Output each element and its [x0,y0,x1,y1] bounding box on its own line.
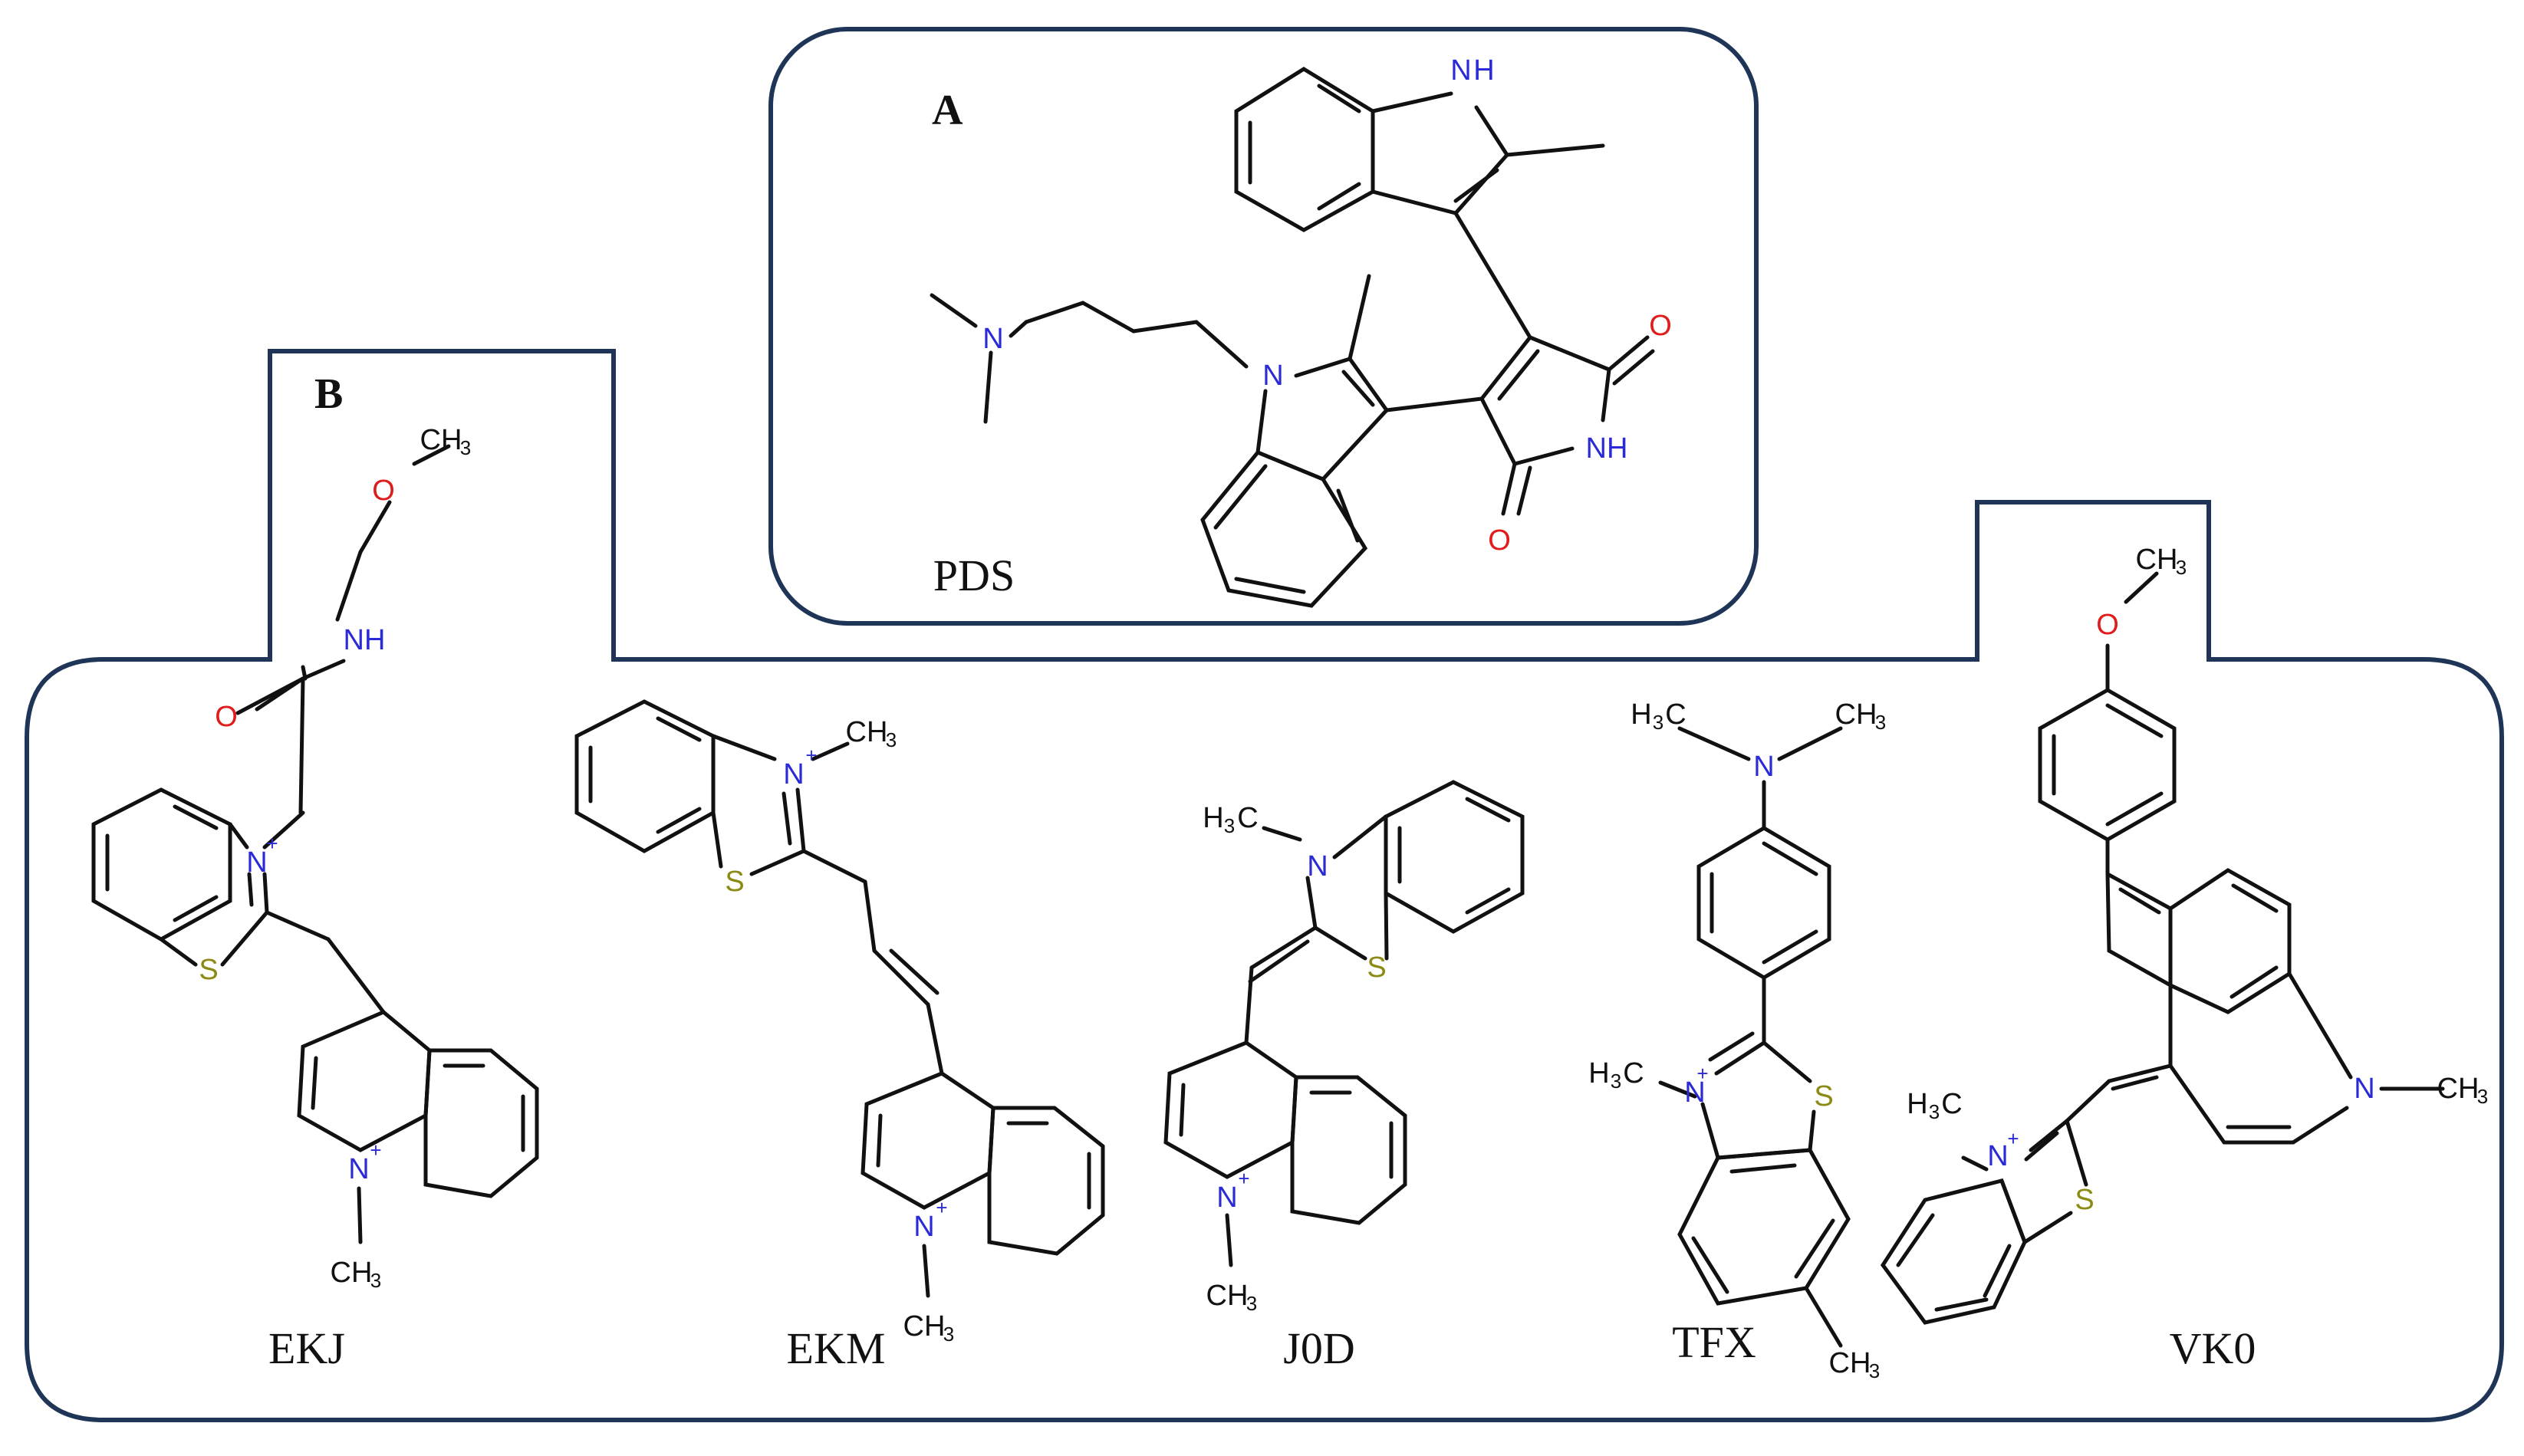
ekj-ch3-bottom-c: CH [331,1257,373,1289]
tfx-ch3-right-sub: 3 [1875,711,1886,734]
j0d-ch3-c: CH [1206,1280,1249,1312]
molecule-vk0: CH 3 O N CH 3 H 3 C N + S VK0 [1880,544,2488,1373]
molecule-ekj: CH 3 O NH O N + S N + CH 3 EKJ [91,424,539,1373]
ekm-n-thiazolium-plus: + [805,744,817,767]
ekm-n-quinolinium-plus: + [936,1196,947,1219]
j0d-s: S [1367,951,1386,984]
tfx-h3c-left-sub: 3 [1653,711,1663,734]
j0d-h3c-h: H [1203,802,1223,834]
j0d-n-quinolinium: N [1216,1182,1237,1214]
molecule-ekm: N + CH 3 S N + CH 3 EKM [574,699,1105,1373]
ekm-ch3-top-sub: 3 [886,728,897,751]
ekm-ch3-top-c: CH [846,716,888,748]
j0d-h3c-c: C [1237,802,1258,834]
vk0-s: S [2075,1184,2094,1216]
molecule-tfx: H 3 C N CH 3 H 3 C N + S CH 3 TFX [1588,698,1886,1382]
tfx-h3c-n-sub: 3 [1611,1070,1621,1093]
vk0-ch3-right-sub: 3 [2477,1085,2488,1108]
panel-b-letter: B [314,370,343,418]
ekj-o-ether: O [372,475,395,507]
tfx-ch3-bottom-c: CH [1829,1347,1871,1379]
pds-n-indole: N [1262,360,1283,392]
tfx-h3c-left-c: C [1665,698,1686,731]
vk0-o: O [2096,609,2119,641]
tfx-h3c-n-h: H [1588,1057,1609,1090]
molecule-j0d: H 3 C N S N + CH 3 J0D [1163,780,1525,1373]
vk0-n-quinoline: N [2354,1073,2374,1105]
tfx-h3c-left-h: H [1631,698,1651,731]
tfx-n-thiazolium: N [1684,1076,1705,1109]
ekm-ch3-bottom-c: CH [903,1310,946,1343]
ekj-nh: NH [344,624,386,656]
pds-nh-n: N [1450,54,1471,87]
ekm-s: S [725,866,744,898]
pds-label: PDS [933,551,1015,600]
vk0-ch3-top-sub: 3 [2176,556,2187,579]
panel-a-border [768,27,1759,626]
ekj-n-quinolinium: N [348,1153,369,1185]
ekj-ch3-bottom-sub: 3 [370,1269,381,1292]
j0d-n-quinolinium-plus: + [1238,1167,1249,1190]
j0d-label: J0D [1283,1323,1354,1373]
vk0-h3c-c: C [1941,1088,1962,1120]
tfx-s: S [1814,1080,1833,1113]
vk0-ch3-top-c: CH [2136,544,2178,576]
ekj-label: EKJ [268,1323,345,1373]
pds-n-amine: N [982,323,1003,355]
tfx-n-amine: N [1753,751,1774,783]
ekj-o-amide: O [215,701,238,733]
panel-outlines [25,27,2504,1422]
j0d-h3c-sub: 3 [1224,814,1235,837]
vk0-n-thiazolium-plus: + [2007,1127,2019,1150]
ekj-n-quinolinium-plus: + [370,1139,381,1162]
ekm-label: EKM [787,1323,886,1373]
panel-b-border [25,349,2504,1422]
pds-nh-imide: NH [1586,432,1628,465]
vk0-h3c-h: H [1907,1088,1927,1120]
pds-o-top: O [1649,310,1672,342]
molecule-pds: N H O NH O N N PDS [930,54,1672,608]
tfx-ch3-bottom-sub: 3 [1869,1359,1880,1382]
tfx-h3c-n-c: C [1623,1057,1644,1090]
ekj-ch3-top-c: CH [420,424,462,456]
vk0-h3c-sub: 3 [1929,1100,1940,1123]
j0d-ch3-sub: 3 [1246,1292,1257,1315]
pds-o-bottom: O [1488,524,1511,557]
tfx-ch3-right-c: CH [1835,698,1877,731]
ekj-s: S [199,954,218,986]
vk0-ch3-right-c: CH [2437,1073,2480,1105]
ekm-n-quinolinium: N [913,1211,934,1243]
vk0-label: VK0 [2170,1323,2256,1373]
ekm-ch3-bottom-sub: 3 [943,1323,954,1346]
pds-nh-h: H [1473,54,1494,87]
ekj-n-thiazolium: N [246,846,267,879]
ekj-n-thiazolium-plus: + [266,832,278,855]
ekm-n-thiazolium: N [783,758,804,790]
vk0-n-thiazolium: N [1987,1140,2008,1172]
tfx-n-thiazolium-plus: + [1696,1062,1708,1085]
ekj-ch3-top-sub: 3 [460,436,471,459]
panel-a-letter: A [932,87,963,134]
tfx-label: TFX [1672,1317,1756,1367]
j0d-n-thiazoline: N [1307,850,1328,882]
